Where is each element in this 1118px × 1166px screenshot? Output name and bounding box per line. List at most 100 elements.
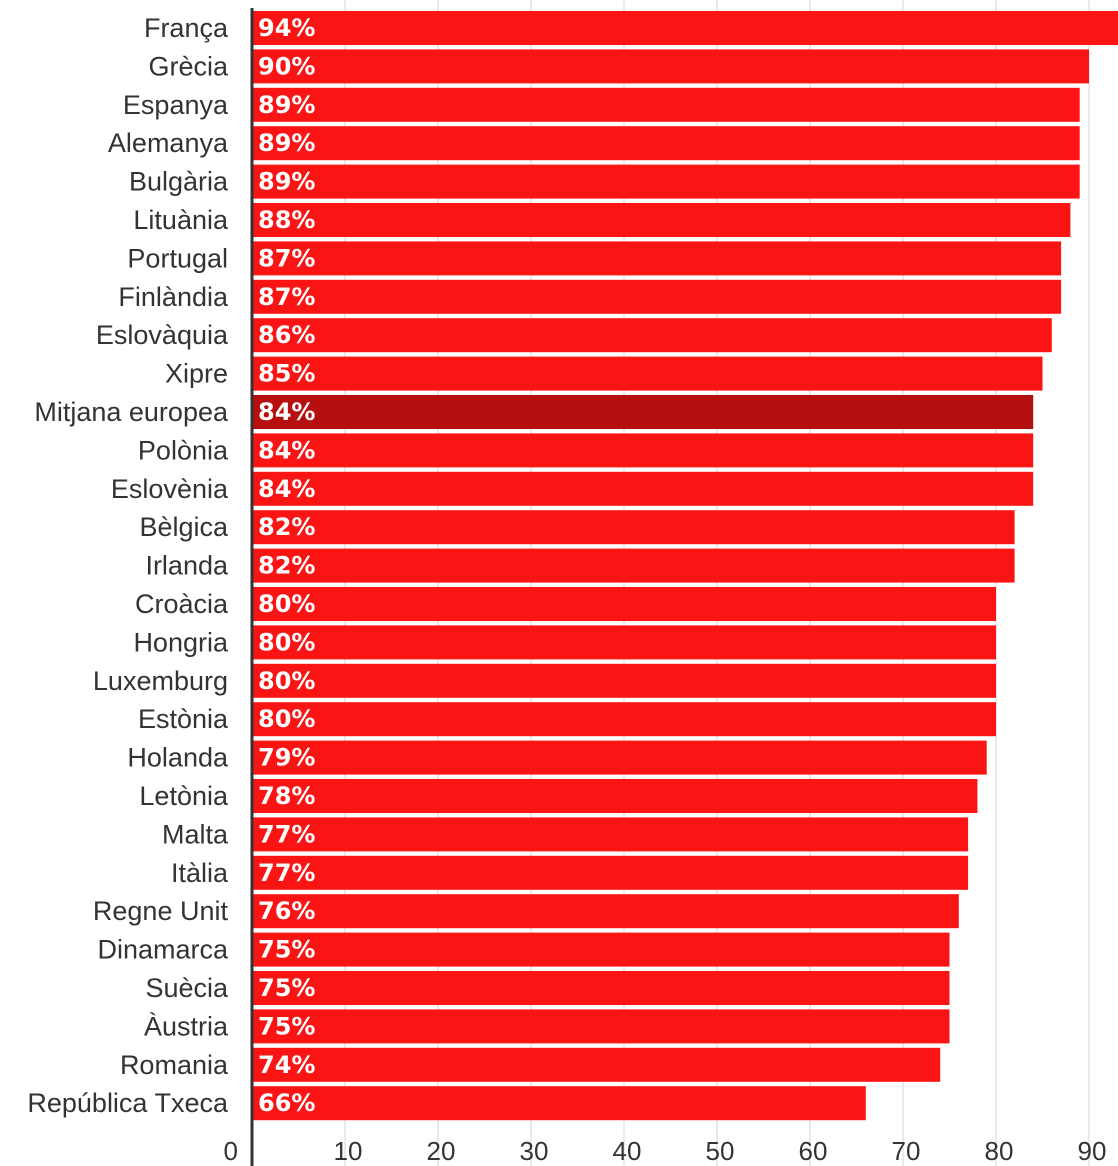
bar: [252, 49, 1089, 84]
category-label: Dinamarca: [97, 935, 229, 965]
data-label: 77%: [258, 859, 315, 887]
category-label: Eslovàquia: [96, 320, 229, 350]
category-label: Bulgària: [129, 167, 229, 197]
bar: [252, 395, 1034, 429]
category-label: Holanda: [127, 743, 229, 773]
data-label: 75%: [258, 1012, 315, 1040]
bar: [252, 87, 1080, 122]
data-label: 89%: [258, 168, 315, 196]
bar: [252, 241, 1062, 276]
category-label: República Txeca: [27, 1088, 229, 1118]
bar: [252, 548, 1015, 583]
data-label: 75%: [258, 974, 315, 1002]
bar: [252, 11, 1118, 45]
data-label: 87%: [258, 244, 315, 272]
data-label: 75%: [258, 936, 315, 964]
data-label: 84%: [258, 398, 315, 426]
x-tick-label: 70: [892, 1136, 921, 1166]
data-label: 86%: [258, 321, 315, 349]
bar: [252, 203, 1071, 237]
data-label: 80%: [258, 590, 315, 618]
bar: [252, 318, 1052, 353]
data-label: 84%: [258, 436, 315, 464]
bar: [252, 471, 1034, 506]
bars: [252, 11, 1118, 1121]
category-labels: FrançaGrèciaEspanyaAlemanyaBulgàriaLituà…: [27, 13, 229, 1118]
category-label: França: [144, 13, 229, 43]
bar: [252, 126, 1080, 161]
bar: [252, 587, 996, 621]
bar: [252, 1009, 950, 1044]
category-label: Portugal: [127, 243, 228, 273]
bar: [252, 433, 1034, 468]
category-label: Lituània: [133, 205, 229, 235]
bar: [252, 894, 959, 929]
bar: [252, 702, 996, 737]
category-label: Polònia: [138, 435, 229, 465]
data-label: 74%: [258, 1051, 315, 1079]
bar: [252, 817, 969, 852]
x-tick-label: 20: [427, 1136, 456, 1166]
category-label: Espanya: [123, 90, 229, 120]
data-label: 87%: [258, 283, 315, 311]
data-label: 84%: [258, 475, 315, 503]
data-label: 82%: [258, 552, 315, 580]
x-tick-label: 90: [1078, 1136, 1107, 1166]
data-label: 80%: [258, 705, 315, 733]
bar: [252, 740, 987, 775]
x-tick-label: 30: [520, 1136, 549, 1166]
bar: [252, 855, 969, 890]
data-label: 78%: [258, 782, 315, 810]
data-label: 88%: [258, 206, 315, 234]
bar: [252, 279, 1062, 314]
category-label: Regne Unit: [93, 896, 229, 926]
x-tick-label: 50: [706, 1136, 735, 1166]
data-label: 90%: [258, 52, 315, 80]
data-label: 82%: [258, 513, 315, 541]
bar: [252, 356, 1043, 391]
data-label: 94%: [258, 14, 315, 42]
value-labels: 94% 90% 89% 89% 89% 88% 87% 87% 86% 85% 84% 84% 84% 8…: [258, 14, 315, 1117]
data-label: 79%: [258, 744, 315, 772]
data-label: 76%: [258, 897, 315, 925]
category-label: Irlanda: [145, 551, 229, 581]
category-label: Croàcia: [135, 589, 229, 619]
category-label: Malta: [162, 819, 229, 849]
category-label: Xipre: [165, 359, 228, 389]
category-label: Alemanya: [108, 128, 229, 158]
category-label: Bèlgica: [139, 512, 229, 542]
bar: [252, 1086, 866, 1121]
x-tick-label: 0: [224, 1136, 238, 1166]
data-label: 89%: [258, 129, 315, 157]
x-tick-label: 80: [985, 1136, 1014, 1166]
category-label: Grècia: [148, 51, 229, 81]
category-label: Hongria: [133, 627, 229, 657]
category-label: Finlàndia: [118, 282, 229, 312]
category-label: Eslovènia: [111, 474, 229, 504]
data-label: 80%: [258, 667, 315, 695]
bar: [252, 164, 1080, 199]
x-tick-label: 10: [334, 1136, 363, 1166]
bar: [252, 779, 978, 813]
category-label: Romania: [120, 1050, 229, 1080]
category-label: Suècia: [145, 973, 229, 1003]
data-label: 80%: [258, 628, 315, 656]
category-label: Mitjana europea: [34, 397, 229, 427]
bar: [252, 663, 996, 698]
bar: [252, 510, 1015, 545]
data-label: 89%: [258, 91, 315, 119]
bar: [252, 932, 950, 967]
data-label: 77%: [258, 820, 315, 848]
bar: [252, 1047, 941, 1082]
bar: [252, 625, 996, 660]
data-label: 85%: [258, 360, 315, 388]
category-label: Itàlia: [171, 858, 229, 888]
category-label: Letònia: [139, 781, 229, 811]
category-label: Luxemburg: [93, 666, 228, 696]
x-tick-label: 60: [799, 1136, 828, 1166]
category-label: Estònia: [138, 704, 229, 734]
category-label: Àustria: [144, 1011, 229, 1041]
bar: [252, 971, 950, 1005]
